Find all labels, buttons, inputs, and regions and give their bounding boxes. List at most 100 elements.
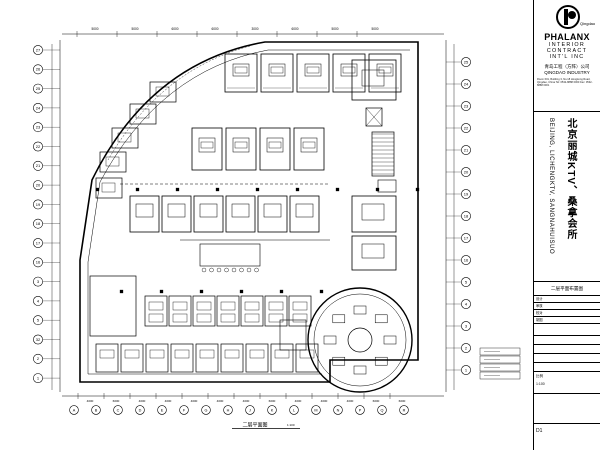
left-grid-bubble (33, 45, 43, 55)
bottom-grid-letter: L (293, 408, 295, 412)
left-grid-number: 1 (37, 375, 40, 380)
lounge-booth (374, 314, 388, 324)
massage-bed (244, 301, 260, 311)
sauna-room (170, 343, 194, 373)
bottom-grid-bubble (157, 405, 167, 415)
sheet-number: D1 (536, 428, 543, 434)
sofa-set (101, 182, 116, 193)
left-grid-bubble (33, 276, 43, 287)
left-grid-bubble (33, 295, 43, 306)
right-grid-bubble (461, 189, 471, 199)
structural-column (295, 187, 300, 192)
arc-room (149, 81, 177, 103)
ktv-room (260, 53, 294, 93)
company-logo-box: Qingdao PHALANX INTERIOR CONTRACT INT'L … (534, 0, 600, 112)
bottom-grid-bubble (311, 405, 321, 415)
bottom-dimension-label: 4000 (87, 399, 94, 403)
massage-bed (274, 349, 290, 359)
left-grid-number: 21 (36, 163, 41, 168)
bottom-grid-letter: A (73, 408, 76, 412)
sofa-set (105, 156, 120, 167)
bottom-grid-letter: K (271, 408, 274, 412)
lounge-booth (353, 365, 367, 375)
massage-bed (292, 301, 308, 311)
brand-chinese: 青岛工程（方阵）公司 (544, 63, 590, 69)
coffee-table (306, 66, 320, 74)
sofa-set (361, 69, 385, 87)
sofa-set (340, 63, 358, 77)
sofa-set (266, 137, 284, 153)
bottom-grid-letter: P (359, 408, 362, 412)
coffee-table (342, 66, 356, 74)
right-grid-number: 5 (465, 279, 468, 284)
elevator-cross (365, 107, 383, 127)
coffee-table (268, 141, 282, 149)
left-grid-number: 16 (36, 260, 41, 265)
structural-column (375, 187, 380, 192)
left-grid-bubble (33, 83, 43, 94)
ktv-room (259, 127, 291, 171)
right-grid-bubble (461, 101, 471, 111)
sauna-room (295, 343, 319, 373)
ktv-room (224, 53, 258, 93)
lounge-booth (332, 356, 346, 366)
ktv-room (225, 127, 257, 171)
ktv-room (289, 195, 320, 233)
left-grid-number: 22 (36, 144, 41, 149)
ktv-room (368, 53, 402, 93)
structural-column (239, 289, 244, 294)
bottom-grid-letter: D (139, 408, 142, 412)
right-grid-number: 19 (464, 191, 469, 196)
sofa-set (361, 203, 385, 221)
ktv-room (129, 195, 160, 233)
massage-bed (220, 313, 236, 323)
left-grid-bubble (33, 122, 43, 133)
left-grid-bubble (33, 315, 43, 326)
brand-line-2: CONTRACT (546, 48, 588, 55)
left-grid-bubble (33, 334, 43, 345)
massage-bed (124, 349, 140, 359)
bar-stool (231, 267, 237, 273)
sofa-set (300, 137, 318, 153)
coffee-table (302, 141, 316, 149)
bottom-grid-bubble (135, 405, 145, 415)
service-room (279, 319, 307, 351)
right-grid-number: 24 (464, 81, 469, 86)
right-grid-number: 2 (465, 345, 468, 350)
structural-column (415, 187, 420, 192)
lounge-booth (374, 356, 388, 366)
arc-room (99, 151, 127, 173)
structural-column (255, 187, 260, 192)
bottom-grid-letter: B (95, 408, 98, 412)
sauna-room (264, 295, 288, 327)
ktv-room (193, 195, 224, 233)
top-dimension-label: 3000 (251, 27, 258, 31)
sofa-set (268, 63, 286, 77)
left-grid-number: 3 (37, 279, 40, 284)
sign-row-draft: 制图 (534, 317, 600, 324)
dining-table (377, 179, 397, 193)
project-name-chinese: 北京丽城KTV、桑拿会所 (565, 118, 576, 240)
massage-bed (196, 313, 212, 323)
structural-column (135, 187, 140, 192)
sauna-room (288, 295, 312, 327)
left-grid-bubble (33, 180, 43, 190)
massage-bed (268, 313, 284, 323)
top-dimension-label: 6000 (171, 27, 178, 31)
massage-bed (99, 349, 115, 359)
ktv-room (293, 127, 325, 171)
sofa-set (304, 63, 322, 77)
massage-bed (299, 349, 315, 359)
left-grid-number: 5 (37, 318, 40, 323)
bottom-grid-bubble (355, 405, 365, 415)
bottom-grid-bubble (201, 405, 211, 415)
bottom-grid-letter: G (205, 408, 208, 412)
lounge-booth (383, 335, 397, 345)
bottom-grid-bubble (267, 405, 277, 415)
building-outline (79, 41, 419, 383)
hall-area (89, 275, 137, 337)
massage-bed (244, 313, 260, 323)
bottom-dimension-label: 4000 (217, 399, 224, 403)
scale-label: 比例 (536, 374, 543, 378)
